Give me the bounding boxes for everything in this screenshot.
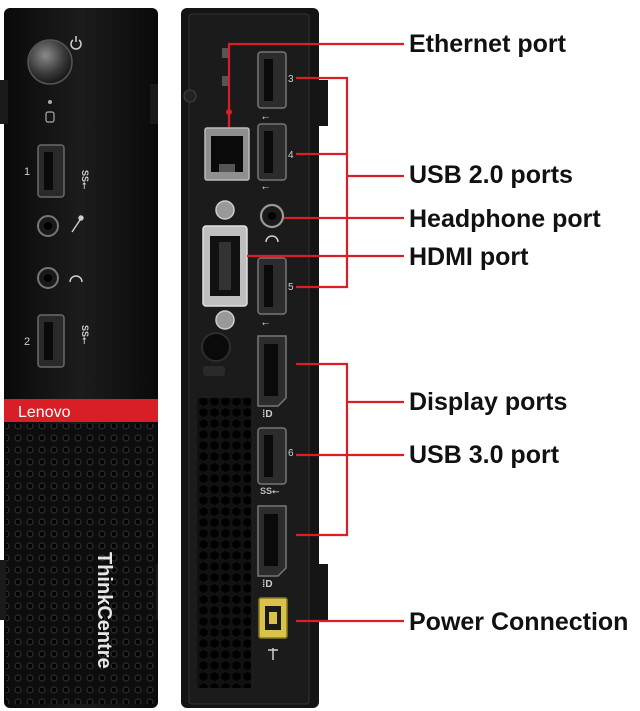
ethernet-port[interactable]: [204, 127, 250, 181]
rear-usb-port-4[interactable]: [257, 123, 287, 181]
drive-activity-icon: [45, 111, 55, 123]
activity-led: [48, 100, 52, 104]
power-plug-icon: [268, 648, 278, 660]
rear-usb-5-number: 5: [288, 282, 294, 293]
rear-usb-port-5[interactable]: [257, 257, 287, 315]
power-connector[interactable]: [258, 597, 288, 639]
callout-hdmi: HDMI port: [409, 243, 529, 271]
kensington-slot[interactable]: [203, 366, 225, 376]
power-icon: [70, 36, 82, 50]
usb-icon: ⭠: [262, 112, 269, 122]
hdmi-port[interactable]: [202, 225, 248, 307]
displayport-icon: ⁞D: [262, 579, 273, 590]
usb3-icon: SS⭠: [260, 486, 280, 496]
microphone-icon: [71, 215, 84, 233]
callout-lines: [226, 42, 404, 623]
rear-usb-4-number: 4: [288, 150, 294, 161]
rear-usb-3-number: 3: [288, 74, 294, 85]
displayport-icon: ⁞D: [262, 409, 273, 420]
headphone-icon: [265, 235, 279, 243]
rear-panel: 3 ⭠ 4 ⭠ 5 ⭠ ⁞D 6 SS⭠ ⁞D: [181, 8, 328, 708]
svg-text:SS⭠: SS⭠: [80, 170, 90, 190]
rear-usb-port-3[interactable]: [257, 51, 287, 109]
callout-headphone: Headphone port: [409, 205, 601, 233]
callout-usb3: USB 3.0 port: [409, 441, 560, 469]
front-usb-port-2-tongue: [44, 322, 53, 360]
brand-stripe: [4, 399, 158, 422]
callout-ethernet: Ethernet port: [409, 30, 566, 58]
headphone-icon: [69, 275, 83, 283]
callout-line-display: [296, 362, 349, 537]
callout-line-ethernet: [227, 42, 404, 127]
usb-icon: ⭠: [262, 182, 269, 192]
security-lock-slot[interactable]: [201, 332, 231, 362]
front-usb-port-1-tongue: [44, 152, 53, 190]
rear-side-clip: [312, 80, 328, 126]
wifi-antenna-icon: [222, 48, 228, 86]
usb3-icon: SS⭠: [80, 170, 90, 190]
front-usb-1-number: 1: [24, 166, 30, 178]
rear-screw: [183, 89, 197, 103]
front-side-clip: [150, 84, 158, 124]
thumbscrew: [215, 200, 235, 220]
rear-usb-6-number: 6: [288, 448, 294, 459]
usb-icon: ⭠: [262, 318, 269, 328]
front-usb-2-number: 2: [24, 336, 30, 348]
svg-text:SS⭠: SS⭠: [80, 325, 90, 345]
displayport-2[interactable]: [257, 505, 287, 577]
callout-display: Display ports: [409, 388, 568, 416]
callout-usb2: USB 2.0 ports: [409, 161, 573, 189]
front-panel: 1 SS⭠ 2 SS⭠ Lenovo ThinkCentre: [0, 8, 158, 708]
lenovo-logo: Lenovo: [18, 404, 71, 421]
front-side-clip: [0, 560, 8, 620]
thumbscrew: [215, 310, 235, 330]
rear-side-clip: [312, 564, 328, 620]
front-side-clip: [0, 80, 8, 124]
rear-vent-grille: [197, 398, 251, 688]
displayport-1[interactable]: [257, 335, 287, 407]
power-button[interactable]: [27, 39, 73, 85]
callout-power: Power Connection: [409, 608, 629, 636]
thinkcentre-logo: ThinkCentre: [93, 552, 115, 669]
rear-usb-port-6[interactable]: [257, 427, 287, 485]
front-vent-grille: [6, 424, 156, 704]
usb3-charging-icon: SS⭠: [80, 325, 90, 345]
callout-line-usb2: [296, 76, 349, 289]
